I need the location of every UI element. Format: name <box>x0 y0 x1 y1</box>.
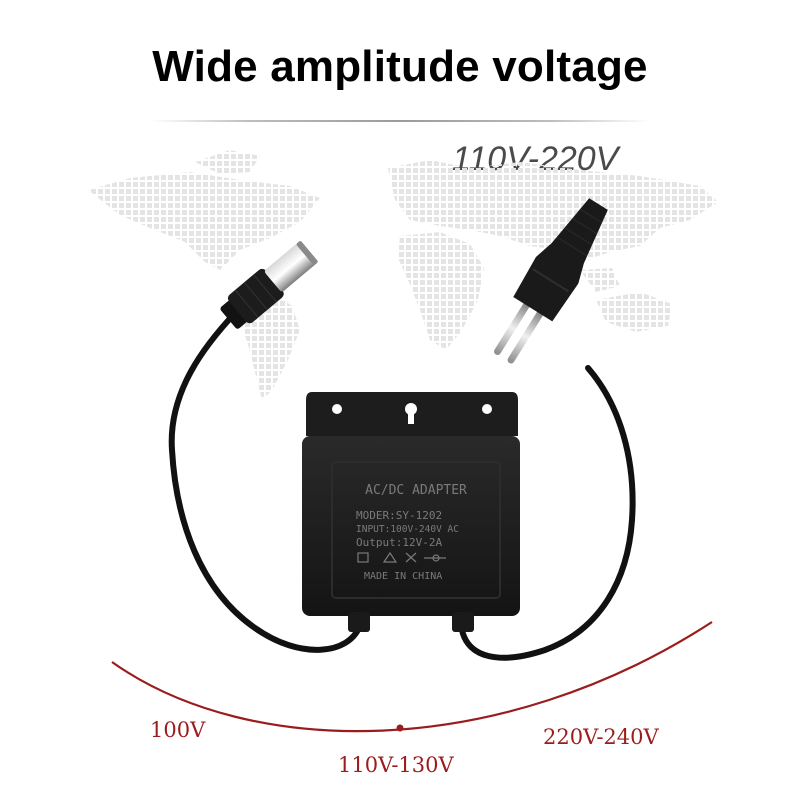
adapter-body: AC/DC ADAPTER MODER:SY-1202 INPUT:100V-2… <box>302 436 520 632</box>
adapter-input: INPUT:100V-240V AC <box>356 524 459 535</box>
page-title: Wide amplitude voltage <box>152 42 648 91</box>
voltage-scale-arc <box>111 621 713 733</box>
dc-cable <box>168 309 363 653</box>
certification-icons <box>357 551 446 563</box>
world-map <box>88 150 718 400</box>
scale-label-mid: 110V-130V <box>338 753 454 777</box>
adapter-model: MODER:SY-1202 <box>356 509 442 522</box>
scale-label-low: 100V <box>150 718 206 742</box>
mounting-bracket <box>306 392 518 436</box>
adapter-origin: MADE IN CHINA <box>364 571 442 582</box>
adapter-output: Output:12V-2A <box>356 536 442 549</box>
ac-cable <box>459 365 636 661</box>
dc-barrel-connector <box>220 241 318 329</box>
scale-label-high: 220V-240V <box>543 725 659 749</box>
divider <box>150 120 650 122</box>
adapter-heading: AC/DC ADAPTER <box>365 483 467 498</box>
eu-plug <box>494 198 608 364</box>
